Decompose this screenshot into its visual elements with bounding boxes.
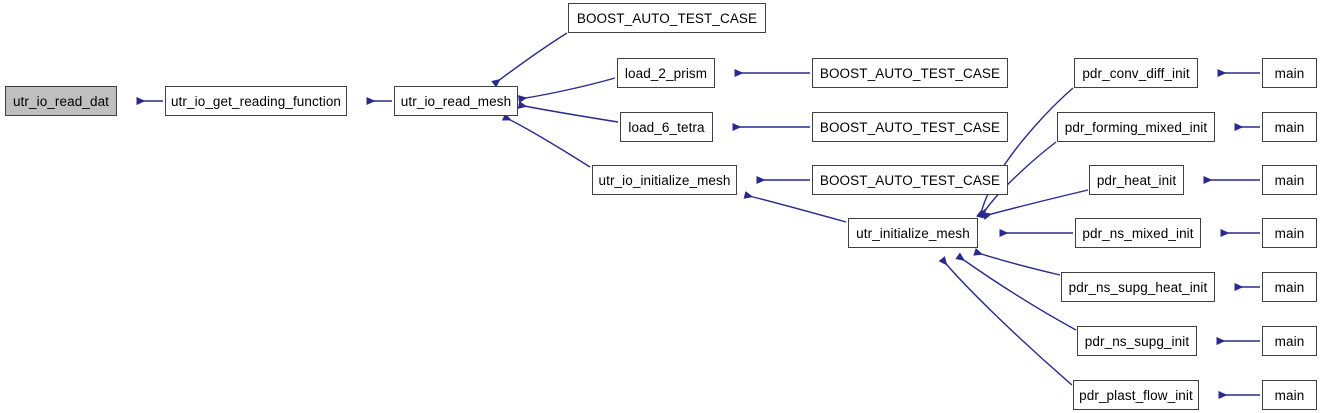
- graph-node-boost_tetra[interactable]: BOOST_AUTO_TEST_CASE: [812, 112, 1008, 142]
- graph-node-utr_initialize_mesh[interactable]: utr_initialize_mesh: [848, 218, 978, 248]
- graph-node-label: load_6_tetra: [628, 119, 705, 135]
- graph-node-label: main: [1274, 172, 1305, 188]
- graph-node-label: utr_initialize_mesh: [856, 225, 970, 241]
- graph-node-label: main: [1274, 65, 1305, 81]
- graph-node-label: load_2_prism: [624, 65, 708, 81]
- graph-node-label: pdr_plast_flow_init: [1079, 387, 1193, 403]
- graph-node-label: main: [1274, 279, 1305, 295]
- graph-node-pdr_plast_flow_init[interactable]: pdr_plast_flow_init: [1073, 380, 1199, 410]
- graph-edge: [955, 252, 1077, 331]
- graph-node-load_2_prism[interactable]: load_2_prism: [617, 58, 715, 88]
- graph-edge: [517, 77, 616, 104]
- graph-edge: [491, 32, 568, 88]
- graph-node-label: main: [1274, 119, 1305, 135]
- graph-node-label: BOOST_AUTO_TEST_CASE: [576, 10, 758, 26]
- graph-node-pdr_forming_mixed_init[interactable]: pdr_forming_mixed_init: [1057, 112, 1215, 142]
- graph-node-label: main: [1274, 333, 1305, 349]
- graph-node-utr_io_read_mesh[interactable]: utr_io_read_mesh: [394, 86, 518, 116]
- graph-edge: [975, 87, 1074, 219]
- graph-node-main_ns_mixed[interactable]: main: [1262, 218, 1317, 248]
- graph-node-label: utr_io_get_reading_function: [170, 93, 342, 109]
- graph-node-label: pdr_heat_init: [1096, 172, 1177, 188]
- graph-node-pdr_conv_diff_init[interactable]: pdr_conv_diff_init: [1074, 58, 1198, 88]
- graph-node-pdr_heat_init[interactable]: pdr_heat_init: [1089, 165, 1184, 195]
- graph-node-load_6_tetra[interactable]: load_6_tetra: [620, 112, 713, 142]
- graph-node-label: pdr_forming_mixed_init: [1064, 119, 1208, 135]
- graph-node-label: pdr_ns_supg_init: [1084, 333, 1190, 349]
- graph-node-main_conv_diff[interactable]: main: [1262, 58, 1317, 88]
- graph-node-label: pdr_conv_diff_init: [1082, 65, 1190, 81]
- graph-edge: [938, 256, 1073, 386]
- graph-node-label: main: [1274, 387, 1305, 403]
- graph-node-pdr_ns_supg_heat_init[interactable]: pdr_ns_supg_heat_init: [1061, 272, 1215, 302]
- graph-node-label: BOOST_AUTO_TEST_CASE: [819, 65, 1001, 81]
- graph-edge: [743, 190, 847, 223]
- graph-node-utr_io_read_dat[interactable]: utr_io_read_dat: [5, 86, 117, 116]
- graph-edge: [973, 248, 1061, 276]
- graph-node-main_forming_mixed[interactable]: main: [1262, 112, 1317, 142]
- graph-node-label: pdr_ns_supg_heat_init: [1068, 279, 1208, 295]
- graph-edge: [501, 113, 591, 168]
- graph-node-main_ns_supg[interactable]: main: [1262, 326, 1317, 356]
- graph-node-main_ns_supg_heat[interactable]: main: [1262, 272, 1317, 302]
- graph-node-label: pdr_ns_mixed_init: [1082, 225, 1194, 241]
- graph-node-label: utr_io_read_mesh: [400, 93, 512, 109]
- graph-node-pdr_ns_mixed_init[interactable]: pdr_ns_mixed_init: [1075, 218, 1201, 248]
- graph-node-boost_top[interactable]: BOOST_AUTO_TEST_CASE: [568, 3, 766, 33]
- graph-node-main_heat[interactable]: main: [1262, 165, 1317, 195]
- graph-node-utr_io_get_reading_function[interactable]: utr_io_get_reading_function: [165, 86, 347, 116]
- graph-node-label: main: [1274, 225, 1305, 241]
- graph-node-label: utr_io_read_dat: [12, 93, 110, 109]
- graph-node-label: BOOST_AUTO_TEST_CASE: [819, 119, 1001, 135]
- graph-node-label: BOOST_AUTO_TEST_CASE: [819, 172, 1001, 188]
- graph-node-boost_prism[interactable]: BOOST_AUTO_TEST_CASE: [812, 58, 1008, 88]
- graph-node-main_plast_flow[interactable]: main: [1262, 380, 1317, 410]
- graph-node-utr_io_initialize_mesh[interactable]: utr_io_initialize_mesh: [592, 165, 737, 195]
- graph-node-pdr_ns_supg_init[interactable]: pdr_ns_supg_init: [1077, 326, 1197, 356]
- graph-edge: [517, 100, 619, 123]
- graph-node-label: utr_io_initialize_mesh: [598, 172, 731, 188]
- graph-node-boost_initmesh[interactable]: BOOST_AUTO_TEST_CASE: [812, 165, 1008, 195]
